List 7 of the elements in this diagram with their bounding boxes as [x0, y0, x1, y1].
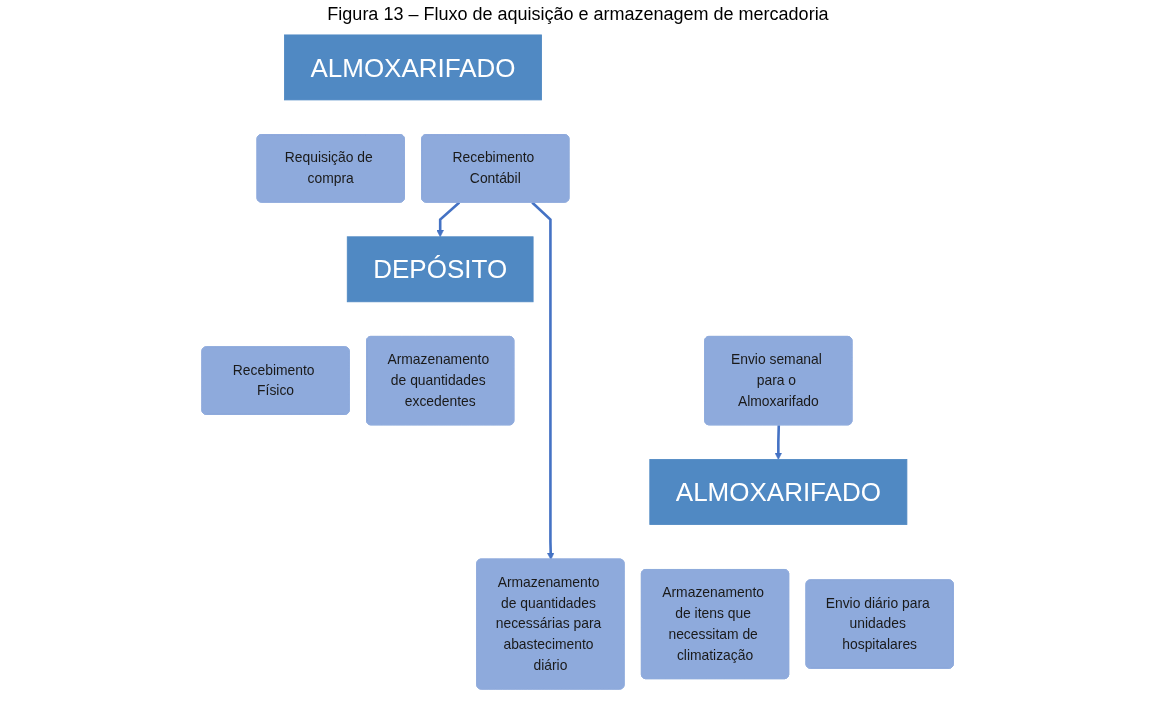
arrow — [531, 201, 555, 560]
node-box: DEPÓSITO — [347, 236, 534, 303]
node-box: ALMOXARIFADO — [649, 459, 908, 525]
node-box: ALMOXARIFADO — [284, 34, 543, 101]
arrow — [774, 425, 783, 460]
figure-title: Figura 13 – Fluxo de aquisição e armazenagem de mercadoria — [326, 4, 830, 25]
arrow — [436, 201, 461, 238]
